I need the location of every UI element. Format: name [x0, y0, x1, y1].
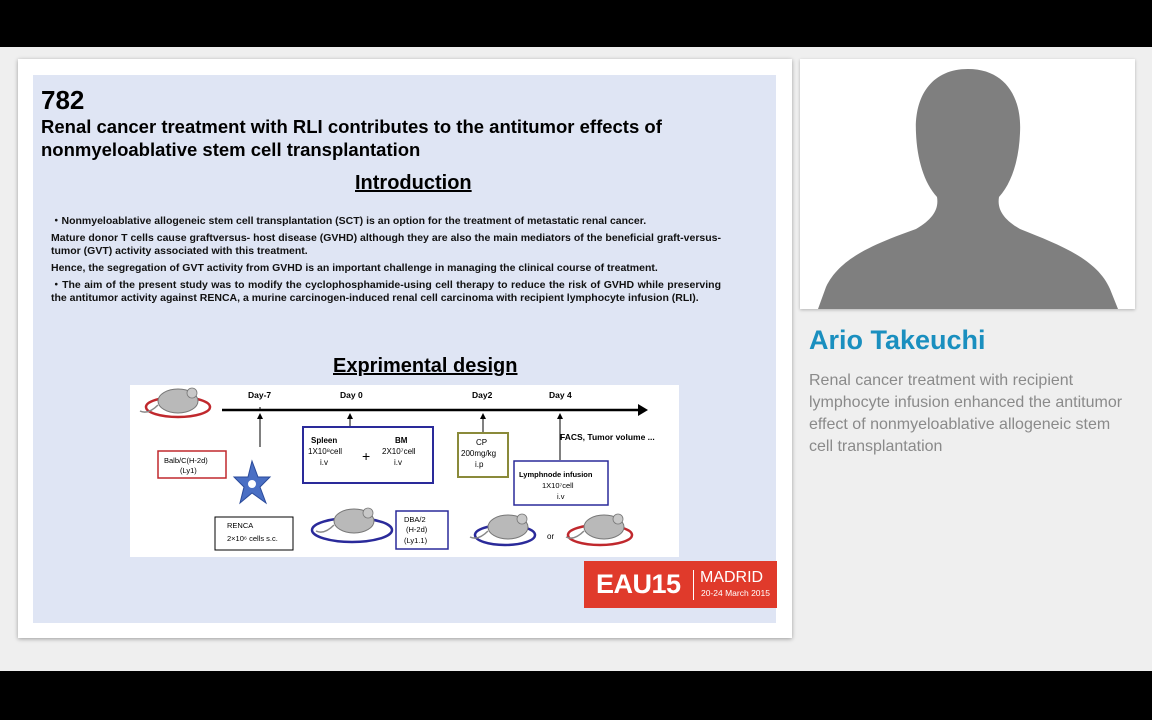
- day-arrowhead: [480, 413, 486, 419]
- logo-dates: 20-24 March 2015: [701, 588, 770, 598]
- renca-dose: 2×10⁶ cells s.c.: [227, 534, 278, 543]
- introduction-text: ・Nonmyeloablative allogeneic stem cell t…: [51, 215, 721, 309]
- day-label: Day2: [472, 390, 493, 400]
- experimental-design-diagram: Day-7 Day 0 Day2 Day 4: [130, 385, 679, 557]
- slide-title: Renal cancer treatment with RLI contribu…: [41, 116, 662, 160]
- logo-main-text: EAU15: [596, 569, 681, 599]
- intro-paragraph: ・Nonmyeloablative allogeneic stem cell t…: [51, 215, 647, 227]
- day-arrowhead: [557, 413, 563, 419]
- renca-box: [214, 516, 294, 551]
- recipient-strain-box: [157, 450, 227, 479]
- bm-dose: 2X10⁷cell: [382, 447, 416, 456]
- introduction-heading: Introduction: [355, 172, 472, 194]
- or-label: or: [547, 532, 554, 541]
- spleen-route: i.v: [320, 458, 328, 467]
- day-arrowhead: [257, 413, 263, 419]
- slide-frame: 782 Renal cancer treatment with RLI cont…: [18, 59, 792, 638]
- renca-tumor-core: [248, 480, 256, 488]
- lymphnode-route: i.v: [557, 492, 565, 501]
- day-label: Day 4: [549, 390, 572, 400]
- spleen-dose: 1X10⁸cell: [308, 447, 342, 456]
- donor-h2: (H-2d): [406, 525, 428, 534]
- lymphnode-dose: 1X10⁷cell: [542, 481, 574, 490]
- cp-box: [457, 432, 509, 478]
- outcome-mouse-donor: [469, 513, 529, 540]
- outcome-mouse-recipient: [565, 513, 625, 540]
- speaker-name: Ario Takeuchi: [809, 325, 986, 355]
- speaker-photo-panel: [800, 59, 1135, 309]
- cp-route: i.p: [475, 460, 484, 469]
- eau-congress-logo: EAU15 MADRID 20-24 March 2015: [584, 561, 777, 608]
- timeline-arrowhead: [638, 404, 648, 416]
- donor-cells-box: [302, 426, 434, 484]
- experimental-design-heading: Exprimental design: [333, 355, 518, 377]
- spleen-label: Spleen: [311, 436, 337, 445]
- video-stage: 782 Renal cancer treatment with RLI cont…: [0, 47, 1152, 671]
- lymphnode-label: Lymphnode infusion: [519, 470, 593, 479]
- donor-strain: DBA/2: [404, 515, 426, 524]
- plus-sign: +: [362, 448, 370, 464]
- lymphnode-infusion-box: [513, 460, 609, 506]
- logo-city: MADRID: [700, 569, 764, 586]
- cp-dose: 200mg/kg: [461, 449, 496, 458]
- cp-label: CP: [476, 438, 487, 447]
- intro-paragraph: Mature donor T cells cause graftversus- …: [51, 232, 721, 257]
- speaker-talk-title: Renal cancer treatment with recipient ly…: [809, 372, 1123, 455]
- recipient-strain: Balb/C(H-2d): [164, 456, 208, 465]
- speaker-avatar-icon: [800, 59, 1135, 309]
- donor-ly: (Ly1.1): [404, 536, 428, 545]
- intro-paragraph: Hence, the segregation of GVT activity f…: [51, 262, 658, 274]
- day-arrowhead: [347, 413, 353, 419]
- donor-strain-box: [395, 510, 449, 550]
- intro-paragraph: ・The aim of the present study was to mod…: [51, 279, 721, 304]
- renca-label: RENCA: [227, 521, 253, 530]
- design-diagram-svg: Day-7 Day 0 Day2 Day 4: [139, 387, 655, 551]
- logo-divider: [693, 570, 694, 600]
- facs-label: FACS, Tumor volume ...: [560, 432, 655, 442]
- bm-label: BM: [395, 436, 408, 445]
- day-label: Day 0: [340, 390, 363, 400]
- bm-route: i.v: [394, 458, 402, 467]
- recipient-ly: (Ly1): [180, 466, 197, 475]
- abstract-number: 782: [41, 85, 85, 115]
- recipient-mouse: [139, 387, 199, 414]
- day-label: Day-7: [248, 390, 271, 400]
- presentation-slide: 782 Renal cancer treatment with RLI cont…: [33, 75, 777, 623]
